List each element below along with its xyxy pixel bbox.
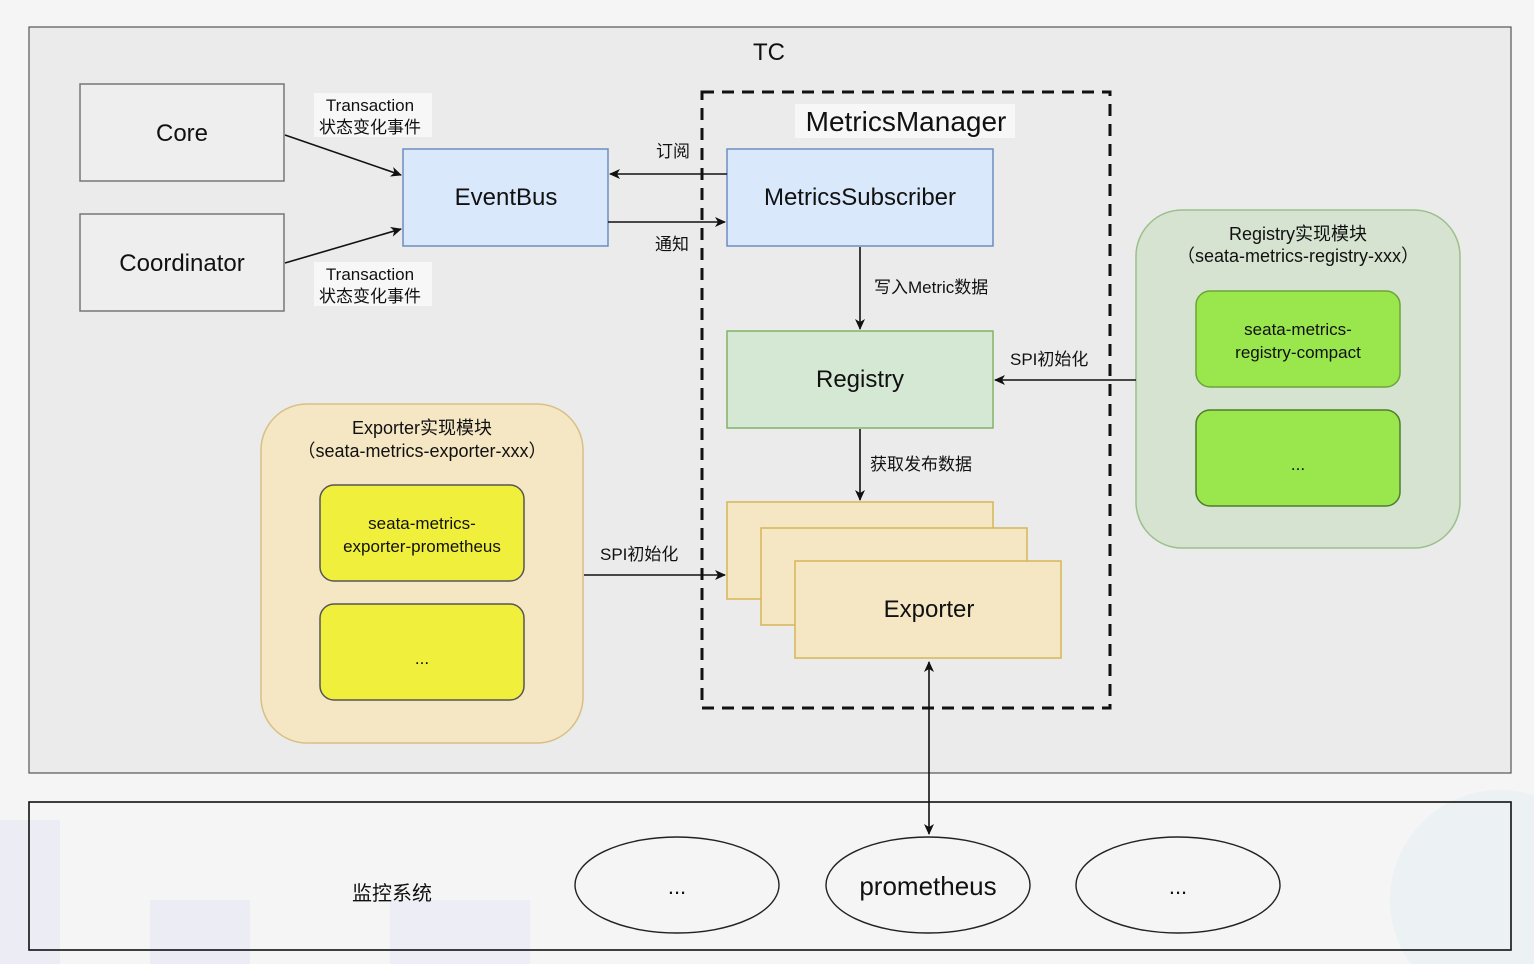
- eventbus-node[interactable]: EventBus: [402, 148, 609, 247]
- tc-label: TC: [753, 39, 785, 66]
- monitoring-system-other-1[interactable]: ...: [574, 836, 780, 934]
- notify-label: 通知: [655, 235, 689, 254]
- registry-module: Registry实现模块 （seata-metrics-registry-xxx…: [1135, 209, 1461, 549]
- edge-core-to-eventbus: [284, 134, 402, 177]
- edges: [284, 134, 1136, 835]
- registry-impl-compact-line2: registry-compact: [1235, 343, 1361, 362]
- exporter-spi-init-label: SPI初始化: [600, 545, 678, 564]
- metrics-manager-label-bg: [795, 104, 1015, 138]
- metrics-subscriber-label: MetricsSubscriber: [764, 184, 956, 211]
- exporter-module: Exporter实现模块 （seata-metrics-exporter-xxx…: [260, 403, 584, 744]
- eventbus-label: EventBus: [455, 184, 558, 211]
- subscribe-label: 订阅: [656, 142, 690, 161]
- fetch-publish-label: 获取发布数据: [870, 455, 972, 474]
- registry-spi-init-label: SPI初始化: [1010, 350, 1088, 369]
- edge-coordinator-to-eventbus: [284, 227, 402, 264]
- registry-impl-more-label: ...: [1291, 455, 1305, 474]
- core-edge-label-line1: Transaction: [326, 96, 414, 115]
- metrics-manager-boundary: [700, 90, 1112, 710]
- exporter-label: Exporter: [884, 596, 975, 623]
- coordinator-edge-label-line1: Transaction: [326, 265, 414, 284]
- monitoring-system-prometheus-label: prometheus: [859, 871, 996, 901]
- background-watermark: [0, 790, 1534, 964]
- core-label: Core: [156, 120, 208, 147]
- monitoring-system-prometheus[interactable]: prometheus: [825, 836, 1031, 934]
- registry-impl-compact-line1: seata-metrics-: [1244, 320, 1352, 339]
- monitoring-system-container: 监控系统 ... prometheus ...: [28, 801, 1512, 951]
- exporter-impl-prometheus[interactable]: seata-metrics- exporter-prometheus: [319, 484, 525, 582]
- metrics-subscriber-node[interactable]: MetricsSubscriber: [726, 148, 994, 247]
- registry-module-title: Registry实现模块: [1229, 224, 1367, 244]
- exporter-impl-more-label: ...: [415, 649, 429, 668]
- core-edge-label-line2: 状态变化事件: [319, 118, 421, 137]
- monitoring-system-other-2[interactable]: ...: [1075, 836, 1281, 934]
- exporter-module-title: Exporter实现模块: [352, 418, 492, 438]
- exporter-impl-prometheus-line2: exporter-prometheus: [343, 537, 501, 556]
- metrics-manager-label: MetricsManager: [806, 106, 1007, 137]
- exporter-module-subtitle: （seata-metrics-exporter-xxx）: [297, 441, 546, 461]
- coordinator-label: Coordinator: [119, 250, 244, 277]
- registry-impl-compact[interactable]: seata-metrics- registry-compact: [1195, 290, 1401, 388]
- exporter-impl-prometheus-line1: seata-metrics-: [368, 514, 476, 533]
- write-metric-label: 写入Metric数据: [874, 278, 988, 297]
- exporter-impl-more[interactable]: ...: [319, 603, 525, 701]
- registry-impl-more[interactable]: ...: [1195, 409, 1401, 507]
- coordinator-edge-label-line2: 状态变化事件: [319, 287, 421, 306]
- registry-module-subtitle: （seata-metrics-registry-xxx）: [1177, 246, 1419, 266]
- coordinator-node[interactable]: Coordinator: [79, 213, 285, 312]
- monitoring-system-other-1-label: ...: [668, 874, 686, 899]
- monitoring-system-other-2-label: ...: [1169, 874, 1187, 899]
- core-node[interactable]: Core: [79, 83, 285, 182]
- monitoring-system-label: 监控系统: [352, 882, 432, 905]
- registry-label: Registry: [816, 366, 904, 393]
- edge-labels: Transaction 状态变化事件 Transaction 状态变化事件 订阅…: [314, 93, 1088, 564]
- exporter-node-stack[interactable]: Exporter: [726, 501, 1062, 659]
- registry-node[interactable]: Registry: [726, 330, 994, 429]
